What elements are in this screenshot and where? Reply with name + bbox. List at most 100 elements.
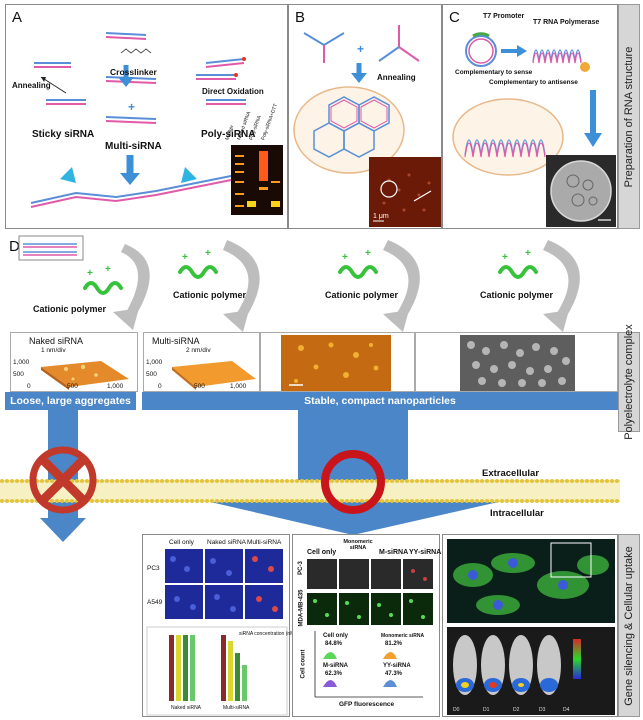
lipid-head (425, 479, 429, 483)
afm-multi-panel: Multi-siRNA 2 nm/div 1,000 500 0 500 1,0… (143, 332, 260, 392)
lipid-head (410, 499, 414, 503)
lipid-head (420, 479, 424, 483)
lipid-head (200, 499, 204, 503)
hist-label: Monomeric siRNA (381, 633, 424, 639)
lipid-head (25, 499, 29, 503)
lipid-head (295, 479, 299, 483)
lipid-head (515, 479, 519, 483)
lipid-head (595, 499, 599, 503)
lipid-head (610, 479, 614, 483)
lipid-head (125, 499, 129, 503)
lipid-head (220, 499, 224, 503)
lipid-head (270, 499, 274, 503)
lipid-head (50, 479, 54, 483)
lipid-head (545, 499, 549, 503)
lipid-head (310, 479, 314, 483)
lipid-head (85, 479, 89, 483)
lipid-head (595, 479, 599, 483)
lipid-head (435, 499, 439, 503)
knockdown-bar (235, 653, 240, 701)
sem-panel (415, 332, 618, 392)
lipid-head (360, 479, 364, 483)
afm-height-panel (260, 332, 415, 392)
lipid-head (270, 479, 274, 483)
lipid-head (60, 499, 64, 503)
lipid-head (575, 479, 579, 483)
lipid-head (530, 499, 534, 503)
lipid-head (15, 499, 19, 503)
imaging-graphic (443, 535, 619, 718)
cationic-polymer-label: Cationic polymer (325, 290, 398, 300)
mouse-label: D4 (563, 707, 569, 713)
lipid-head (175, 479, 179, 483)
lipid-head (170, 499, 174, 503)
lipid-head (210, 499, 214, 503)
afm-naked-xtick: 0 (27, 383, 31, 390)
lipid-head (190, 499, 194, 503)
imaging-panel: D0 D1 D2 D3 D4 (442, 534, 618, 717)
lipid-head (495, 499, 499, 503)
t7-polymerase-label: T7 RNA Polymerase (533, 19, 599, 26)
cationic-polymer-label: Cationic polymer (480, 290, 553, 300)
sidebar-gene-silencing-label: Gene silencing & Cellular uptake (623, 546, 635, 706)
lipid-head (385, 499, 389, 503)
lipid-head (195, 479, 199, 483)
lipid-head (120, 499, 124, 503)
fluor-images (293, 535, 441, 718)
lipid-head (370, 479, 374, 483)
svg-text:+: + (182, 252, 188, 263)
lipid-head (250, 499, 254, 503)
lipid-head (130, 499, 134, 503)
lipid-head (5, 499, 9, 503)
lipid-head (95, 499, 99, 503)
lipid-head (205, 499, 209, 503)
lipid-head (380, 499, 384, 503)
afm-naked-panel: Naked siRNA 1 nm/div 1,000 500 0 500 1,0… (10, 332, 138, 392)
lipid-head (255, 479, 259, 483)
lipid-head (445, 499, 449, 503)
extracellular-label: Extracellular (482, 468, 539, 479)
lipid-head (235, 479, 239, 483)
lipid-head (395, 499, 399, 503)
lipid-head (490, 479, 494, 483)
lipid-head (540, 499, 544, 503)
lipid-head (580, 479, 584, 483)
lipid-head (500, 479, 504, 483)
svg-text:+: + (525, 248, 531, 259)
knockdown-bar (176, 635, 181, 701)
lipid-head (0, 479, 4, 483)
lipid-head (245, 479, 249, 483)
lipid-head (100, 479, 104, 483)
lipid-head (305, 499, 309, 503)
hist-value: 47.3% (385, 671, 402, 677)
svg-text:+: + (87, 268, 93, 279)
lipid-head (565, 499, 569, 503)
lipid-head (265, 499, 269, 503)
lipid-head (610, 499, 614, 503)
afm-multi-xtick: 0 (158, 383, 162, 390)
lipid-head (245, 499, 249, 503)
lipid-head (440, 479, 444, 483)
lipid-head (115, 499, 119, 503)
lipid-head (115, 479, 119, 483)
lipid-head (575, 499, 579, 503)
lipid-head (65, 499, 69, 503)
afm-naked-xtick: 500 (67, 383, 78, 390)
lipid-head (345, 479, 349, 483)
afm-multi-xtick: 500 (194, 383, 205, 390)
lipid-head (550, 479, 554, 483)
lipid-head (465, 499, 469, 503)
lipid-head (230, 479, 234, 483)
lipid-head (455, 479, 459, 483)
lipid-head (395, 479, 399, 483)
lipid-head (315, 499, 319, 503)
knockdown-bar (228, 641, 233, 701)
afm-multi-ytick: 1,000 (146, 359, 162, 366)
lipid-head (555, 479, 559, 483)
lipid-head (290, 499, 294, 503)
lipid-head (585, 499, 589, 503)
lipid-head (565, 479, 569, 483)
lipid-head (140, 499, 144, 503)
svg-text:+: + (128, 100, 135, 114)
lipid-head (510, 479, 514, 483)
